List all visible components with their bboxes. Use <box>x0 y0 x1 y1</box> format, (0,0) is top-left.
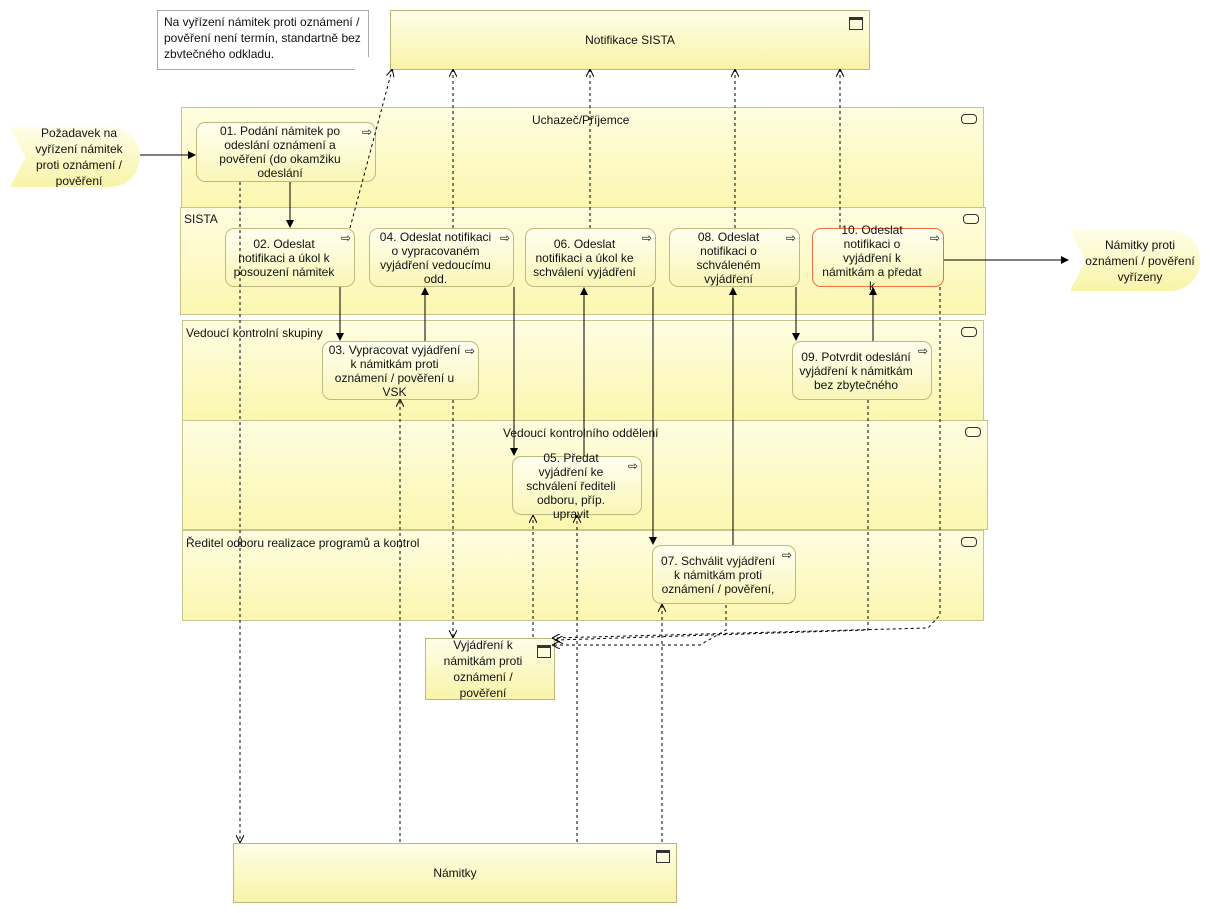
process-label: 05. Předat vyjádření ke schválení ředite… <box>526 450 616 521</box>
process-07[interactable]: 07. Schválit vyjádření k námitkám proti … <box>652 545 796 604</box>
process-arrow-icon: ⇨ <box>781 548 792 562</box>
object-label: Námitky <box>433 866 477 880</box>
process-arrow-icon: ⇨ <box>340 231 351 245</box>
process-label: 03. Vypracovat vyjádření k námitkám prot… <box>328 342 461 399</box>
process-label: 04. Odeslat notifikaci o vypracovaném vy… <box>379 229 492 286</box>
process-arrow-icon: ⇨ <box>917 344 928 358</box>
process-02[interactable]: 02. Odeslat notifikaci a úkol k posouzen… <box>225 228 355 287</box>
object-namitky[interactable]: Námitky <box>233 843 677 903</box>
lane-icon <box>963 214 979 224</box>
process-arrow-icon: ⇨ <box>641 231 652 245</box>
process-arrow-icon: ⇨ <box>361 125 372 139</box>
lane-label: Vedoucí kontrolní skupiny <box>186 326 323 340</box>
process-04[interactable]: 04. Odeslat notifikaci o vypracovaném vy… <box>369 228 514 287</box>
process-03[interactable]: 03. Vypracovat vyjádření k námitkám prot… <box>322 341 479 400</box>
process-06[interactable]: 06. Odeslat notifikaci a úkol ke schvále… <box>525 228 656 287</box>
lane-label: Vedoucí kontrolního oddělení <box>503 426 659 440</box>
process-arrow-icon: ⇨ <box>499 231 510 245</box>
lane-label: SISTA <box>184 212 218 226</box>
process-label: 07. Schválit vyjádření k námitkám proti … <box>660 553 776 596</box>
process-05[interactable]: 05. Předat vyjádření ke schválení ředite… <box>512 451 642 521</box>
lane-label: Uchazeč/Příjemce <box>532 113 630 127</box>
process-label: 10. Odeslat notifikaci o vyjádření k nám… <box>822 222 922 293</box>
process-label: 02. Odeslat notifikaci a úkol k posouzen… <box>233 236 335 279</box>
note: Na vyřízení námitek proti oznámení / pov… <box>157 10 369 70</box>
process-arrow-icon: ⇨ <box>785 231 796 245</box>
process-01[interactable]: 01. Podání námitek po odeslání oznámení … <box>196 122 376 182</box>
object-label: Vyjádření k námitkám proti oznámení / po… <box>443 638 523 700</box>
process-label: 08. Odeslat notifikaci o schváleném vyjá… <box>696 229 761 286</box>
process-label: 09. Potvrdit odeslání vyjádření k námitk… <box>799 349 913 392</box>
process-09[interactable]: 09. Potvrdit odeslání vyjádření k námitk… <box>792 341 932 400</box>
object-notifikace-sista[interactable]: Notifikace SISTA <box>390 10 870 70</box>
end-event[interactable]: Námitky proti oznámení / pověření vyříze… <box>1070 230 1200 291</box>
process-arrow-icon: ⇨ <box>929 231 940 245</box>
process-label: 06. Odeslat notifikaci a úkol ke schvále… <box>533 236 636 279</box>
lane-reditel: Ředitel odboru realizace programů a kont… <box>182 530 984 621</box>
object-icon <box>849 17 863 30</box>
object-label: Notifikace SISTA <box>585 33 675 47</box>
lane-label: Ředitel odboru realizace programů a kont… <box>186 536 420 550</box>
process-arrow-icon: ⇨ <box>627 459 638 473</box>
lane-icon <box>961 114 977 124</box>
process-arrow-icon: ⇨ <box>464 344 475 358</box>
object-vyjadreni[interactable]: Vyjádření k námitkám proti oznámení / po… <box>425 638 555 700</box>
object-icon <box>656 850 670 863</box>
process-label: 01. Podání námitek po odeslání oznámení … <box>219 124 341 180</box>
lane-icon <box>961 537 977 547</box>
start-event[interactable]: Požadavek na vyřízení námitek proti ozná… <box>10 127 140 187</box>
lane-icon <box>965 427 981 437</box>
object-icon <box>537 645 551 658</box>
lane-icon <box>961 327 977 337</box>
process-10[interactable]: 10. Odeslat notifikaci o vyjádření k nám… <box>812 223 944 293</box>
process-08[interactable]: 08. Odeslat notifikaci o schváleném vyjá… <box>669 228 800 287</box>
